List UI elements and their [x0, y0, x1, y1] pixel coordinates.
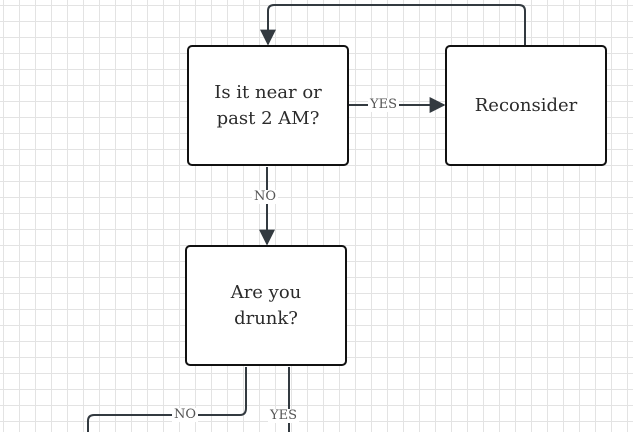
connector-drunk-no[interactable]	[87, 367, 247, 432]
edge-label-yes-reconsider: YES	[368, 97, 399, 112]
edge-label-drunk-no: NO	[172, 407, 199, 422]
node-near-2am-label: Is it near or past 2 AM?	[214, 81, 322, 129]
node-near-2am-question[interactable]: Is it near or past 2 AM?	[187, 45, 349, 166]
connector-reconsider-to-question[interactable]	[260, 4, 526, 46]
edge-label-drunk-yes: YES	[268, 408, 299, 423]
edge-label-no-drunk: NO	[252, 189, 279, 204]
node-reconsider-label: Reconsider	[474, 94, 578, 116]
node-drunk-question[interactable]: Are you drunk?	[185, 245, 347, 366]
node-drunk-label: Are you drunk?	[230, 281, 302, 329]
node-reconsider[interactable]: Reconsider	[445, 45, 607, 166]
